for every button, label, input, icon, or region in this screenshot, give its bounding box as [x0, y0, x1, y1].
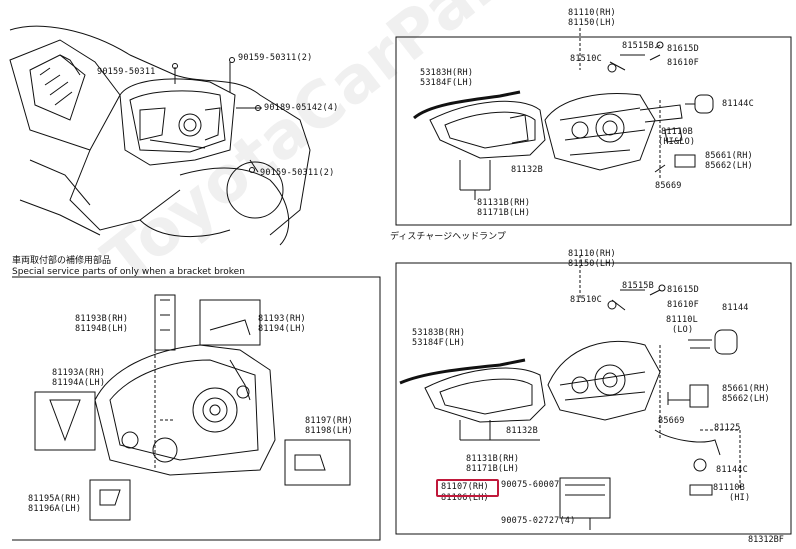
callout-bl-81195a: 81195A(RH)	[28, 494, 82, 504]
callout-br-81106: 81106(LH)	[441, 493, 489, 503]
discharge-headlamp-title-jp: ディスチャージヘッドランプ	[390, 232, 506, 242]
callout-br-81144: 81144	[722, 303, 749, 313]
leader-lines	[579, 28, 741, 490]
callout-tr-81610f: 81610F	[667, 58, 699, 68]
document-id: 81312BF	[748, 535, 784, 545]
callout-bl-81196a: 81196A(LH)	[28, 504, 82, 514]
callout-bl-81194a: 81194A(LH)	[52, 378, 106, 388]
callout-br-85662: 85662(LH)	[722, 394, 770, 404]
headlamp-assembly-top	[413, 41, 714, 200]
callout-tr-85661: 85661(RH)	[705, 151, 753, 161]
callout-tr-81131b: 81131B(RH)	[477, 198, 531, 208]
part-highlight-box	[436, 479, 499, 497]
callout-br-81615d: 81615D	[667, 285, 699, 295]
callout-top-left-3: 90189-05142(4)	[264, 103, 339, 113]
callout-tr-81110b: 81110B	[661, 127, 693, 137]
callout-tr-81110: 81110(RH)	[568, 8, 616, 18]
callout-tr-53183h: 53183H(RH)	[420, 68, 474, 78]
callout-br-90075-60007: 90075-60007	[501, 480, 560, 490]
top-right-panel	[395, 36, 792, 226]
callout-br-81110: 81110(RH)	[568, 249, 616, 259]
callout-br-85669: 85669	[658, 416, 685, 426]
bracket-parts-title-en: Special service parts of only when a bra…	[12, 267, 245, 277]
callout-bl-81194b: 81194B(LH)	[75, 324, 129, 334]
callout-br-81125: 81125	[714, 423, 741, 433]
callout-top-left-4: 90159-50311(2)	[260, 168, 335, 178]
callout-br-81515b: 81515B	[622, 281, 654, 291]
callout-top-left-2: 90159-50311(2)	[238, 53, 313, 63]
callout-br-81510c: 81510C	[570, 295, 602, 305]
callout-tr-81144c: 81144C	[722, 99, 754, 109]
callout-tr-81510c: 81510C	[570, 54, 602, 64]
callout-br-81610f: 81610F	[667, 300, 699, 310]
callout-br-81110b: 81110B	[713, 483, 745, 493]
callout-bl-81197: 81197(RH)	[305, 416, 353, 426]
bottom-left-panel	[12, 276, 381, 541]
discharge-headlamp-assembly	[399, 284, 738, 530]
callout-br-53184f: 53184F(LH)	[412, 338, 466, 348]
callout-tr-81150: 81150(LH)	[568, 18, 616, 28]
callout-top-left-1: 90159-50311	[97, 67, 156, 77]
car-front-illustration	[9, 25, 311, 246]
callout-tr-85669: 85669	[655, 181, 682, 191]
callout-bl-81194: 81194(LH)	[258, 324, 306, 334]
callout-br-81171b: 81171B(LH)	[466, 464, 520, 474]
bracket-repair-parts	[34, 294, 351, 521]
callout-tr-81132b: 81132B	[511, 165, 543, 175]
callout-tr-hi-lo: (HI&LO)	[658, 137, 696, 147]
callout-br-81132b: 81132B	[506, 426, 538, 436]
callout-br-81131b: 81131B(RH)	[466, 454, 520, 464]
callout-br-81144c: 81144C	[716, 465, 748, 475]
callout-bl-81193b: 81193B(RH)	[75, 314, 129, 324]
callout-tr-53184f: 53184F(LH)	[420, 78, 474, 88]
callout-br-81150: 81150(LH)	[568, 259, 616, 269]
callout-tr-85662: 85662(LH)	[705, 161, 753, 171]
callout-br-90075-02727: 90075-02727(4)	[501, 516, 576, 526]
callout-br-85661: 85661(RH)	[722, 384, 770, 394]
bottom-right-panel	[395, 262, 792, 535]
callout-bl-81193: 81193(RH)	[258, 314, 306, 324]
callout-br-81110l: 81110L	[666, 315, 698, 325]
callout-br-53183b: 53183B(RH)	[412, 328, 466, 338]
callout-tr-81515b: 81515B	[622, 41, 654, 51]
callout-tr-81171b: 81171B(LH)	[477, 208, 531, 218]
callout-bl-81198: 81198(LH)	[305, 426, 353, 436]
callout-br-81107[interactable]: 81107(RH)	[441, 482, 489, 492]
callout-br-hi: (HI)	[729, 493, 751, 503]
callout-tr-81615d: 81615D	[667, 44, 699, 54]
bracket-parts-title-jp: 車両取付部の補修用部品	[12, 256, 112, 266]
callout-br-lo: (LO)	[672, 325, 694, 335]
callout-bl-81193a: 81193A(RH)	[52, 368, 106, 378]
